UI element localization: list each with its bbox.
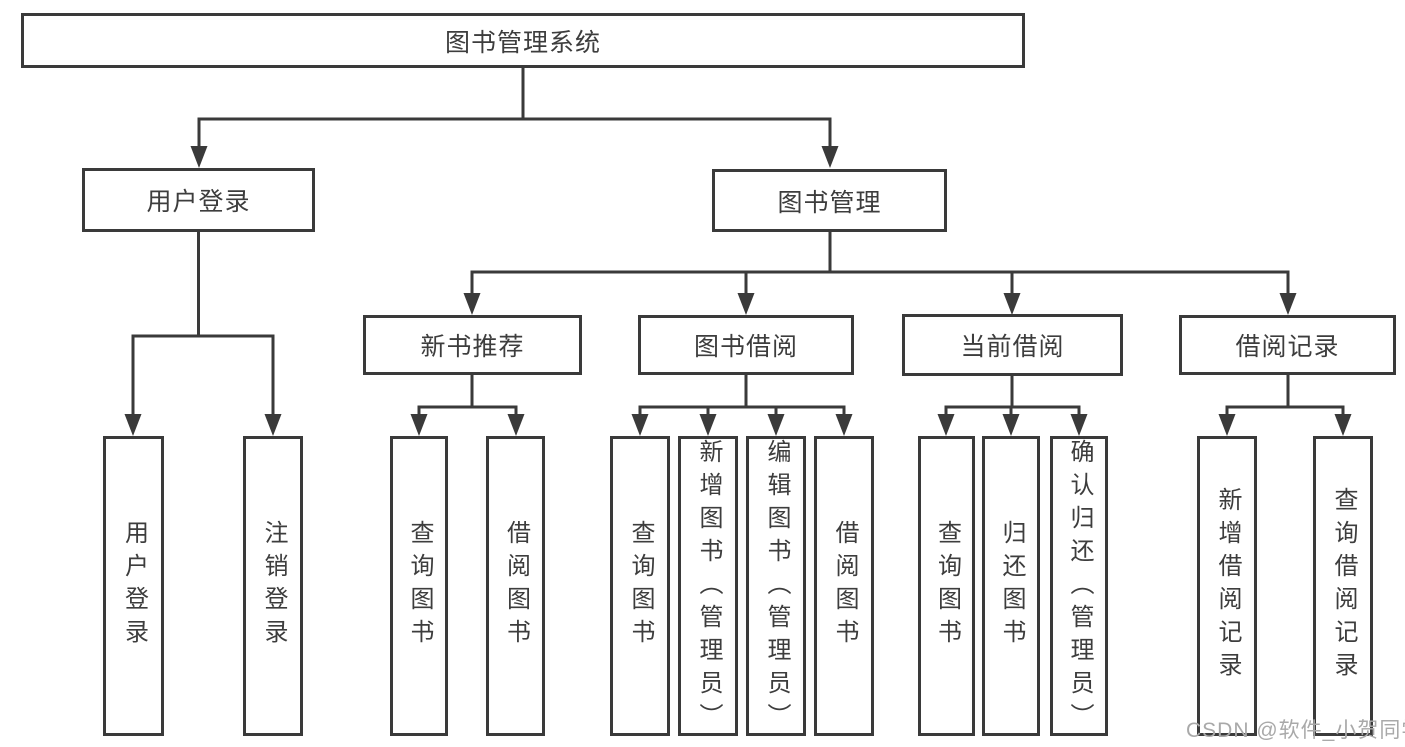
leaf-recommend-query-books: 查询图书 — [390, 436, 448, 736]
leaf-current-query-books-label: 查询图书 — [933, 520, 961, 652]
connector-new-book-recommend — [417, 375, 518, 420]
leaf-add-books-admin-label: 新增图书（管理员） — [695, 439, 722, 736]
arrow-icon — [1279, 293, 1297, 315]
leaf-return-books-label: 归还图书 — [998, 520, 1025, 652]
node-book-management: 图书管理 — [712, 169, 947, 232]
leaf-borrow-query-books: 查询图书 — [610, 436, 670, 736]
leaf-add-borrow-record-label: 新增借阅记录 — [1214, 487, 1241, 685]
leaf-edit-books-admin-label: 编辑图书（管理员） — [763, 439, 790, 736]
connector-book-borrow — [638, 375, 846, 420]
connector-borrow-records — [1225, 375, 1345, 420]
leaf-logout-label: 注销登录 — [260, 520, 287, 652]
arrow-icon — [507, 414, 525, 436]
arrow-icon — [821, 146, 839, 168]
leaf-confirm-return-admin-label: 确认归还（管理员） — [1066, 439, 1093, 736]
node-root-label: 图书管理系统 — [444, 28, 601, 57]
leaf-recommend-borrow-books: 借阅图书 — [486, 436, 545, 736]
leaf-confirm-return-admin: 确认归还（管理员） — [1050, 436, 1108, 736]
connector-book-management — [470, 232, 1290, 299]
leaf-current-query-books: 查询图书 — [918, 436, 975, 736]
arrow-icon — [124, 414, 142, 436]
node-book-management-label: 图书管理 — [777, 188, 882, 217]
leaf-borrow-books: 借阅图书 — [814, 436, 874, 736]
leaf-return-books: 归还图书 — [982, 436, 1040, 736]
arrow-icon — [937, 414, 955, 436]
arrow-icon — [631, 414, 649, 436]
leaf-user-login: 用户登录 — [103, 436, 164, 736]
node-user-login-label: 用户登录 — [146, 188, 251, 216]
node-user-login: 用户登录 — [82, 168, 315, 232]
arrow-icon — [264, 414, 282, 436]
leaf-borrow-books-label: 借阅图书 — [831, 520, 858, 652]
arrow-icon — [190, 146, 208, 168]
arrow-icon — [1070, 414, 1088, 436]
leaf-borrow-query-books-label: 查询图书 — [627, 520, 654, 652]
connector-level2 — [197, 117, 832, 152]
arrow-icon — [767, 414, 785, 436]
arrow-icon — [463, 293, 481, 315]
leaf-logout: 注销登录 — [243, 436, 303, 736]
watermark: CSDN @软件_小贺同学 — [1186, 719, 1405, 742]
node-borrow-records-label: 借阅记录 — [1235, 333, 1340, 361]
arrow-icon — [410, 414, 428, 436]
leaf-add-books-admin: 新增图书（管理员） — [678, 436, 738, 736]
arrow-icon — [1003, 293, 1021, 315]
node-book-borrow-label: 图书借阅 — [693, 333, 798, 361]
arrow-icon — [699, 414, 717, 436]
node-new-book-recommend: 新书推荐 — [363, 315, 582, 375]
leaf-query-borrow-record: 查询借阅记录 — [1313, 436, 1373, 736]
node-root: 图书管理系统 — [21, 13, 1025, 68]
leaf-user-login-label: 用户登录 — [120, 520, 148, 652]
leaf-add-borrow-record: 新增借阅记录 — [1197, 436, 1257, 736]
connector-user-login — [131, 232, 275, 420]
arrow-icon — [1334, 414, 1352, 436]
leaf-query-borrow-record-label: 查询借阅记录 — [1330, 487, 1357, 685]
arrow-icon — [737, 293, 755, 315]
node-book-borrow: 图书借阅 — [638, 315, 854, 375]
leaf-edit-books-admin: 编辑图书（管理员） — [746, 436, 806, 736]
node-new-book-recommend-label: 新书推荐 — [420, 333, 525, 361]
node-borrow-records: 借阅记录 — [1179, 315, 1396, 375]
connector-current-borrow — [944, 375, 1081, 420]
arrow-icon — [1002, 414, 1020, 436]
leaf-recommend-query-books-label: 查询图书 — [406, 520, 433, 652]
arrowheads — [124, 146, 1352, 436]
leaf-recommend-borrow-books-label: 借阅图书 — [502, 520, 530, 652]
node-current-borrow: 当前借阅 — [902, 314, 1123, 376]
arrow-icon — [835, 414, 853, 436]
node-current-borrow-label: 当前借阅 — [960, 333, 1065, 361]
arrow-icon — [1218, 414, 1236, 436]
